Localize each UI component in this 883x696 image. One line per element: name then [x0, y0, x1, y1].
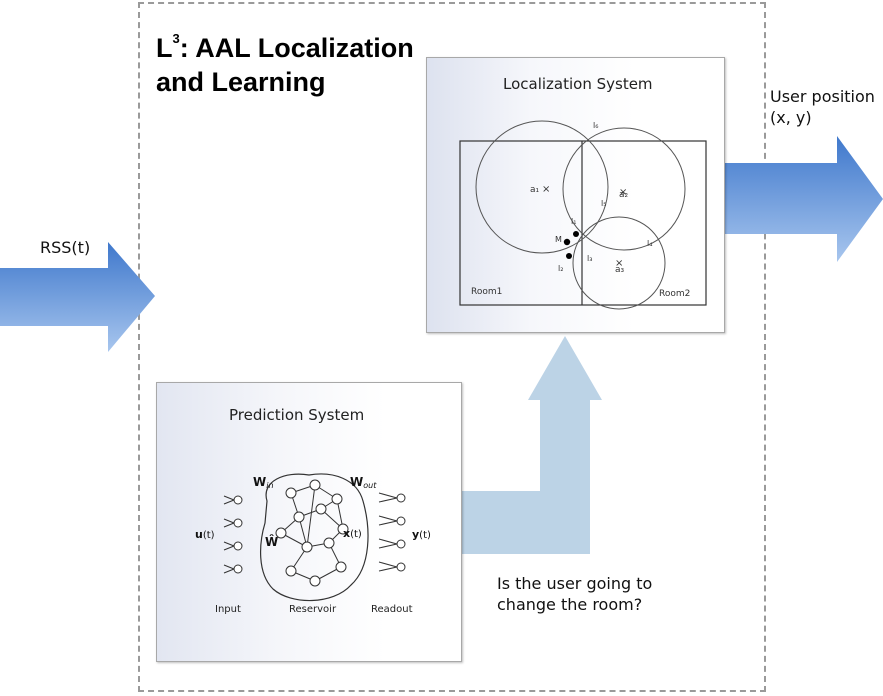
w-out-label: Wout	[350, 475, 377, 490]
anchor-a3-marker: ×	[615, 258, 623, 269]
intersection-point-l1	[573, 231, 579, 237]
feedback-arrow	[460, 336, 602, 554]
user-position-label: User position(x, y)	[770, 87, 875, 127]
l3-system-boundary	[138, 2, 766, 692]
reservoir-caption: Reservoir	[289, 604, 337, 615]
anchor-a2-marker: ×	[619, 187, 627, 198]
anchor-a2-label: a₂	[619, 190, 629, 200]
intersection-l4-label: l₄	[647, 239, 652, 248]
room2-label: Room2	[659, 289, 690, 299]
w-in-label: Win	[253, 475, 274, 490]
output-nodes	[378, 492, 406, 572]
rss-label: RSS(t)	[40, 238, 91, 257]
range-circle-a3	[572, 216, 666, 310]
localization-system-panel: Localization System a₁ × a₂ × a₃ × l₁ l₂…	[426, 57, 725, 333]
reservoir-boundary	[259, 473, 369, 602]
u-input-label: u(t)	[195, 528, 215, 541]
localization-title: Localization System	[503, 75, 653, 93]
intersection-l5-label: l₅	[601, 199, 606, 208]
rss-input-arrow	[0, 242, 155, 352]
intersection-point-l2	[566, 253, 572, 259]
input-caption: Input	[215, 604, 241, 615]
anchor-a1-label: a₁	[530, 185, 540, 195]
reservoir-network-diagram: Win Wout Ŵ u(t) x(t) y(t) Input Reservoi…	[195, 473, 431, 615]
rooms-outline	[459, 140, 707, 306]
intersection-l6-label: l₆	[593, 121, 598, 130]
output-arrow	[724, 136, 883, 262]
localization-map: a₁ × a₂ × a₃ × l₁ l₂ l₃ l₄ l₅ l₆ M Room1…	[459, 120, 707, 310]
intersection-l1-label: l₁	[571, 217, 576, 226]
y-output-label: y(t)	[412, 528, 431, 541]
anchor-a3-label: a₃	[615, 265, 625, 275]
room1-label: Room1	[471, 287, 502, 297]
mobile-node-point	[563, 238, 571, 246]
input-nodes	[223, 495, 243, 574]
range-circle-a2	[562, 127, 686, 251]
prediction-title: Prediction System	[229, 406, 365, 424]
system-title: L3: AAL Localization and Learning	[156, 31, 414, 97]
mobile-node-label: M	[555, 235, 562, 244]
anchor-a1-marker: ×	[542, 184, 550, 195]
prediction-system-panel: Prediction System	[156, 382, 462, 662]
w-hat-label: Ŵ	[265, 534, 278, 549]
x-state-label: x(t)	[343, 527, 362, 540]
intersection-l3-label: l₃	[587, 254, 592, 263]
intersection-l2-label: l₂	[558, 264, 563, 273]
range-circle-a1	[475, 120, 609, 254]
readout-caption: Readout	[371, 604, 413, 615]
reservoir-nodes	[275, 479, 349, 587]
